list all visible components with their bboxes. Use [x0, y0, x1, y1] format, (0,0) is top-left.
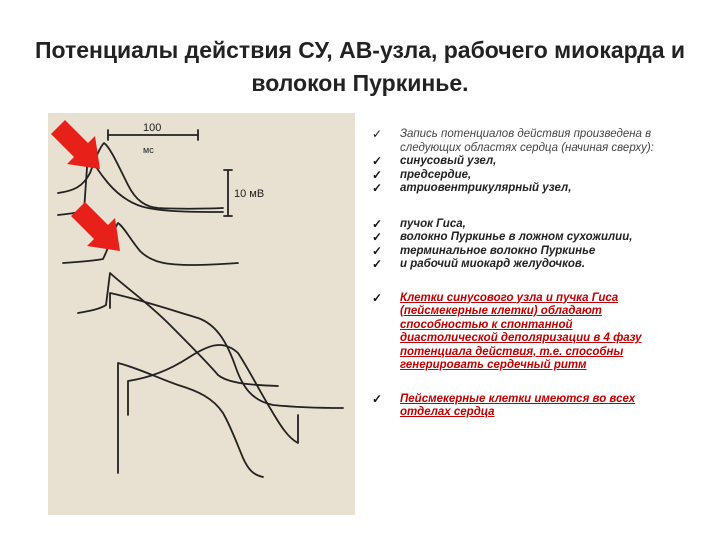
trace-his-bundle	[77, 272, 279, 387]
time-scale-unit: мс	[143, 145, 154, 155]
checkmark-icon: ✓	[372, 290, 383, 305]
slide-title: Потенциалы действия СУ, АВ-узла, рабочег…	[34, 37, 686, 96]
bullet-pacemaker-everywhere: ✓ Пейсмекерные клетки имеются во всех от…	[372, 391, 672, 420]
checkmark-icon: ✓	[372, 216, 383, 231]
checkmark-icon: ✓	[372, 154, 383, 168]
voltage-scale-label: 10 мВ	[234, 188, 264, 200]
bullet-text: терминальное волокно Пуркинье	[400, 244, 596, 257]
trace-purkinje-false-tendon	[109, 292, 344, 409]
trace-av-node	[62, 222, 239, 266]
bullet-atrium: ✓ предсердие,	[372, 167, 672, 183]
checkmark-icon: ✓	[372, 230, 383, 244]
checkmark-icon: ✓	[372, 391, 383, 406]
checkmark-icon: ✓	[372, 181, 383, 195]
bullet-text: пучок Гиса,	[400, 217, 466, 230]
voltage-scale-bar	[223, 169, 233, 217]
bullet-purkinje-false-tendon: ✓ волокно Пуркинье в ложном сухожилии,	[372, 230, 672, 245]
checkmark-icon: ✓	[372, 127, 383, 141]
arrow-icon-sinus	[51, 120, 100, 169]
arrow-icon-av	[71, 202, 120, 251]
bullet-text: Пейсмекерные клетки имеются во всех отде…	[400, 392, 636, 419]
trace-sinus-node	[57, 142, 224, 210]
checkmark-icon: ✓	[372, 167, 383, 182]
checkmark-icon: ✓	[372, 243, 383, 258]
bullet-ventricular-myocardium: ✓ и рабочий миокард желудочков.	[372, 257, 672, 272]
time-scale-bar	[107, 129, 199, 141]
bullet-text: предсердие,	[400, 168, 472, 181]
bullet-purkinje-terminal: ✓ терминальное волокно Пуркинье	[372, 243, 672, 259]
bullet-list: ✓ Запись потенциалов действия произведен…	[372, 127, 672, 420]
checkmark-icon: ✓	[372, 257, 383, 271]
bullet-text: Запись потенциалов действия произведена …	[400, 128, 654, 154]
action-potential-traces: 100 мс 10 мВ	[51, 120, 344, 478]
bullet-his-bundle: ✓ пучок Гиса,	[372, 216, 672, 232]
underlined-text: (пейсмекерные клетки)	[400, 305, 538, 317]
trace-ventricular-myocardium	[117, 362, 264, 478]
action-potential-figure: 100 мс 10 мВ	[48, 113, 355, 515]
trace-purkinje-terminal	[127, 344, 299, 444]
bullet-text: атриовентрикулярный узел,	[400, 182, 572, 194]
bullet-text: и рабочий миокард желудочков.	[400, 258, 586, 270]
bullet-sinus-node: ✓ синусовый узел,	[372, 154, 672, 169]
bullet-text: Клетки синусового узла и пучка Гиса (пей…	[400, 291, 642, 372]
bullet-recording-intro: ✓ Запись потенциалов действия произведен…	[372, 127, 672, 155]
bullet-text: волокно Пуркинье в ложном сухожилии,	[400, 231, 633, 243]
bullet-av-node: ✓ атриовентрикулярный узел,	[372, 181, 672, 196]
bullet-text: синусовый узел,	[400, 155, 497, 167]
bullet-pacemaker-cells: ✓ Клетки синусового узла и пучка Гиса (п…	[372, 290, 672, 373]
time-scale-value: 100	[143, 122, 161, 134]
